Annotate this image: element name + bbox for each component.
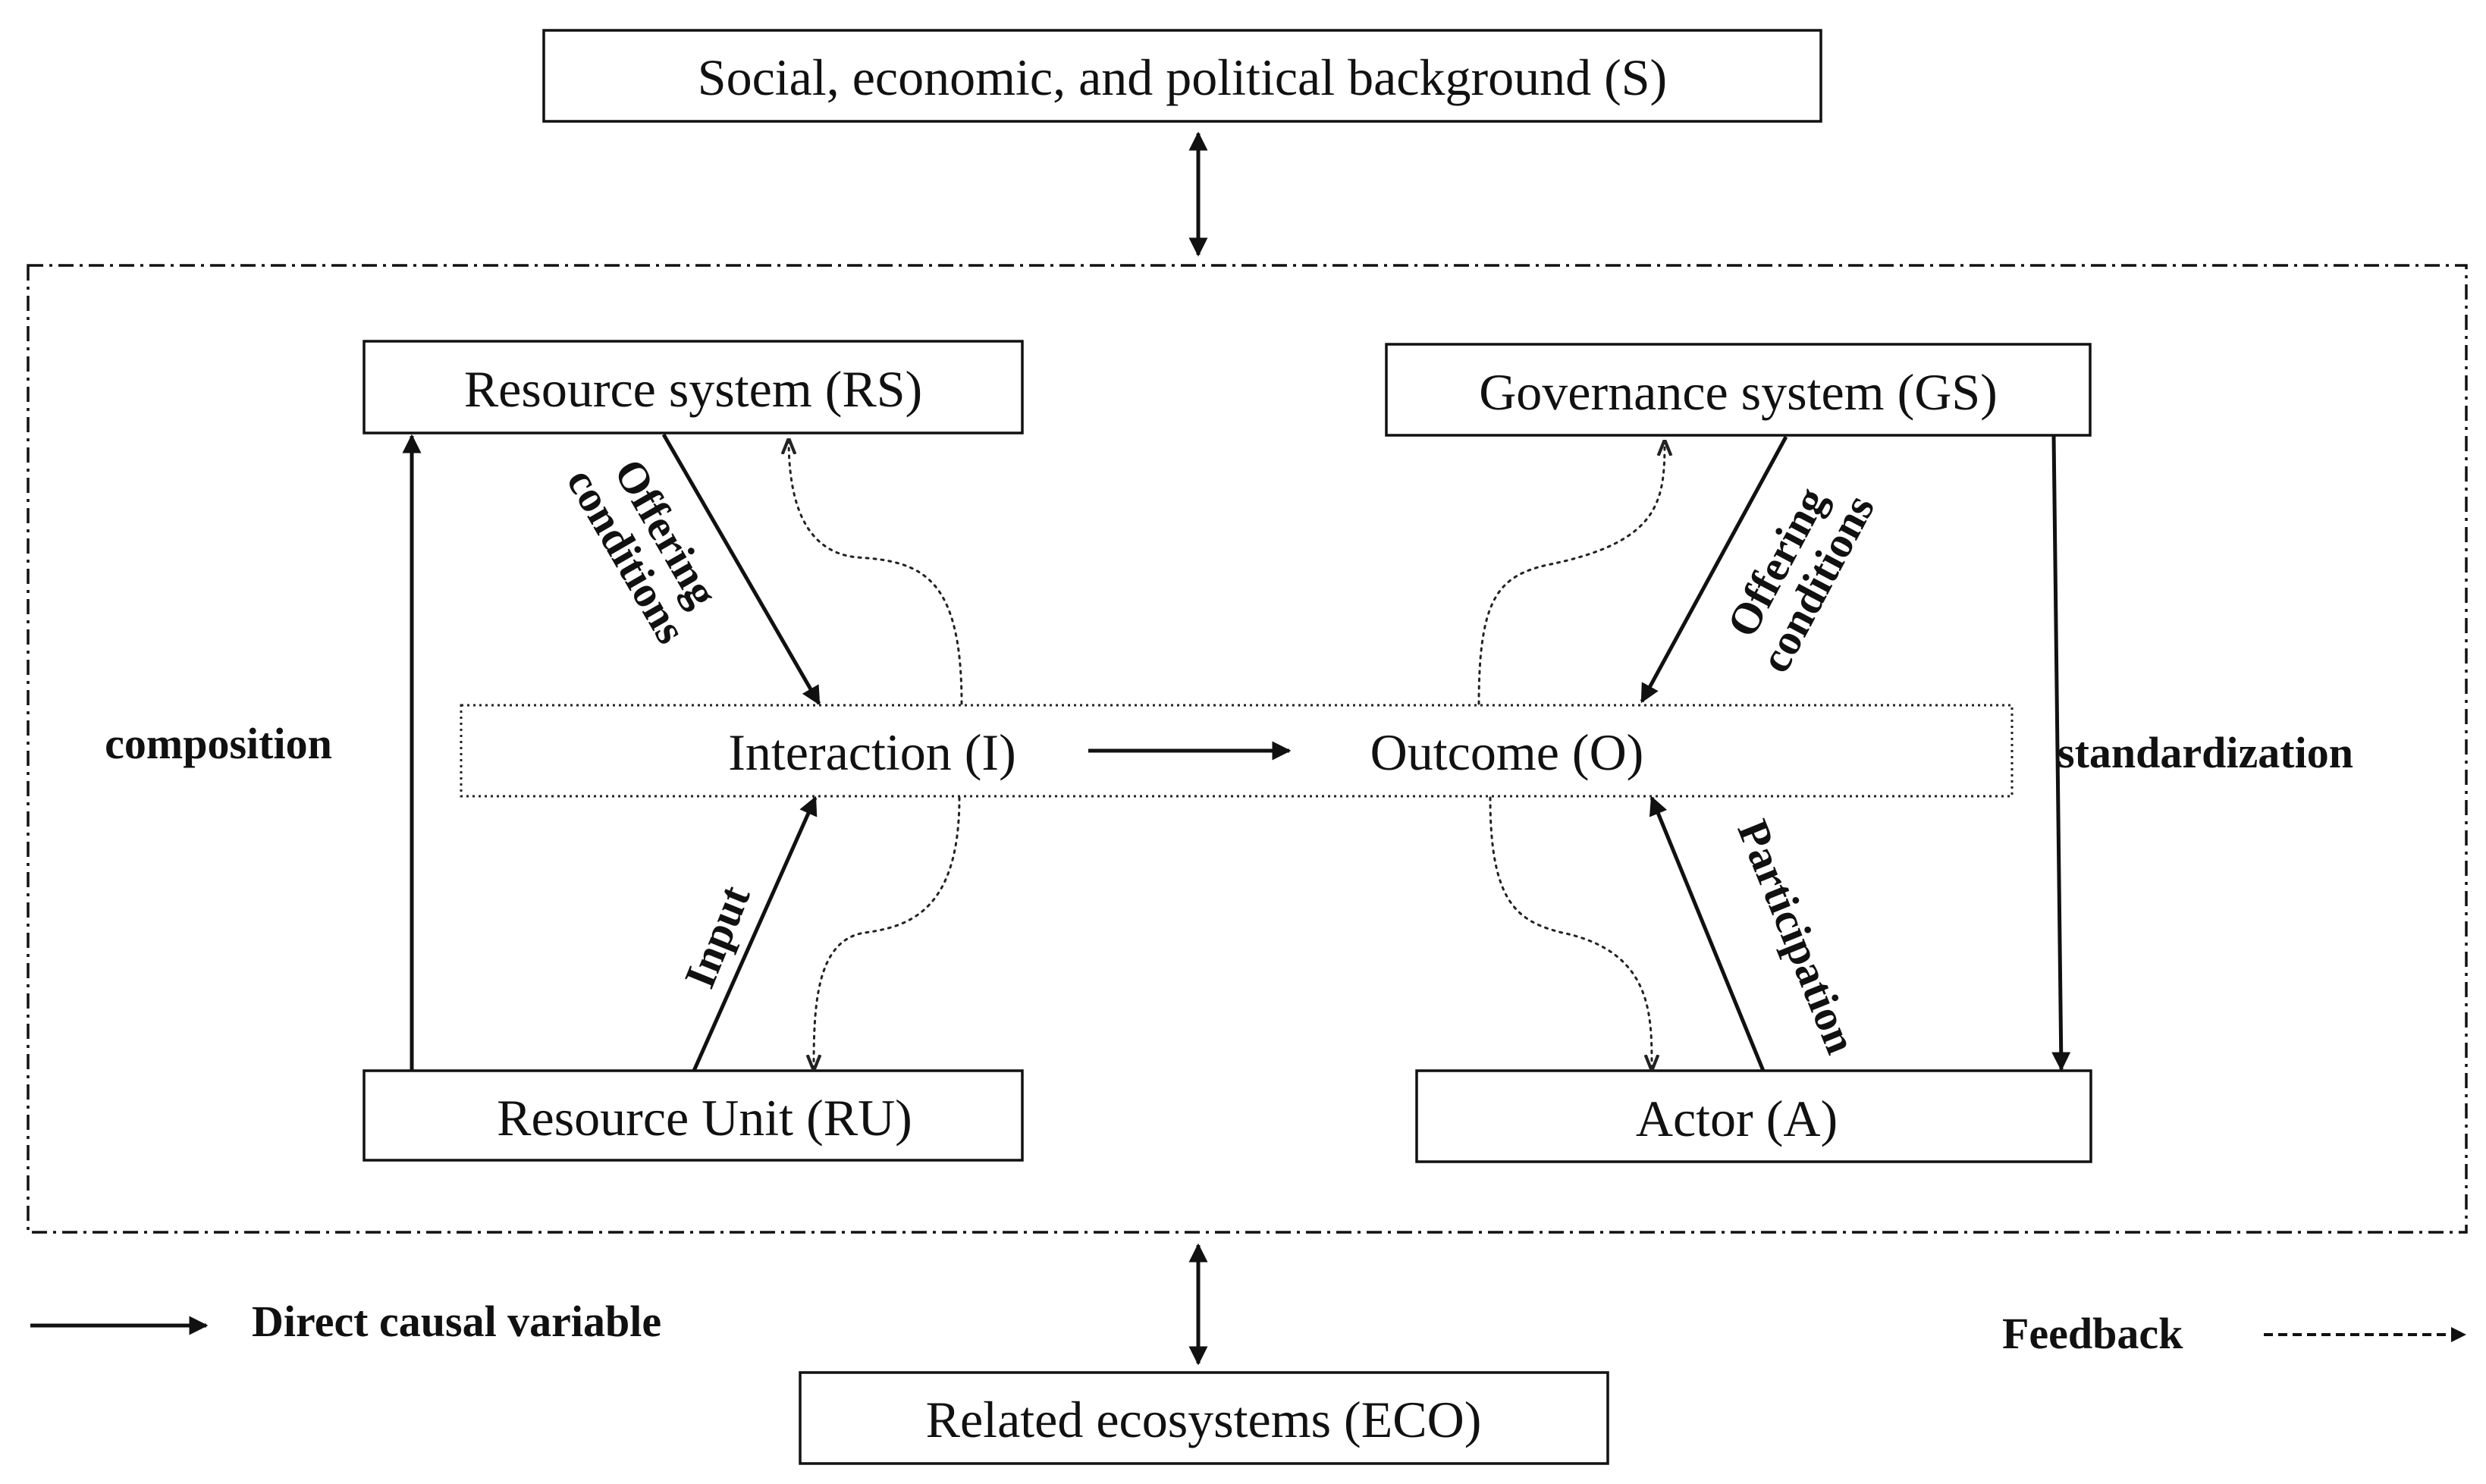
- resource-system-label: Resource system (RS): [464, 360, 922, 418]
- input-arrow: [692, 795, 818, 1072]
- resource-system-node: Resource system (RS): [363, 340, 1024, 435]
- actor-label: Actor (A): [1636, 1090, 1838, 1147]
- interaction-label: Interaction (I): [728, 723, 1015, 781]
- input-label: Input: [674, 878, 759, 995]
- system-boundary: [27, 264, 2468, 1234]
- resource-unit-label: Resource Unit (RU): [497, 1089, 912, 1147]
- actor-node: Actor (A): [1415, 1069, 2092, 1163]
- outcome-label: Outcome (O): [1370, 723, 1644, 781]
- feedback-interaction-to-ru: [814, 796, 961, 1069]
- feedback-outcome-to-actor: [1489, 796, 1652, 1069]
- gs-offering-label: Offering conditions: [1717, 479, 1884, 680]
- participation-arrow: [1649, 795, 1766, 1071]
- participation-label: Participation: [1728, 813, 1866, 1060]
- feedback-interaction-to-rs: [789, 440, 963, 705]
- rs-offering-label: Offering conditions: [557, 450, 728, 651]
- ecosystems-label: Related ecosystems (ECO): [926, 1391, 1482, 1448]
- resource-unit-node: Resource Unit (RU): [363, 1069, 1024, 1162]
- ecosystems-node: Related ecosystems (ECO): [799, 1371, 1609, 1465]
- composition-label: composition: [105, 719, 332, 768]
- standardization-label: standardization: [2058, 728, 2353, 777]
- background-label: Social, economic, and political backgrou…: [698, 49, 1667, 106]
- legend-direct-label: Direct causal variable: [252, 1297, 661, 1346]
- gs-offering-arrow: [1640, 435, 1788, 704]
- legend-feedback: Feedback: [2002, 1309, 2466, 1358]
- background-node: Social, economic, and political backgrou…: [542, 29, 1822, 123]
- rs-offering-arrow: [661, 433, 821, 706]
- governance-system-node: Governance system (GS): [1385, 343, 2092, 437]
- standardization-arrow: [2051, 435, 2071, 1071]
- legend-direct: Direct causal variable: [30, 1297, 661, 1346]
- governance-system-label: Governance system (GS): [1479, 363, 1998, 421]
- legend-feedback-label: Feedback: [2002, 1309, 2183, 1358]
- feedback-outcome-to-gs: [1477, 441, 1665, 705]
